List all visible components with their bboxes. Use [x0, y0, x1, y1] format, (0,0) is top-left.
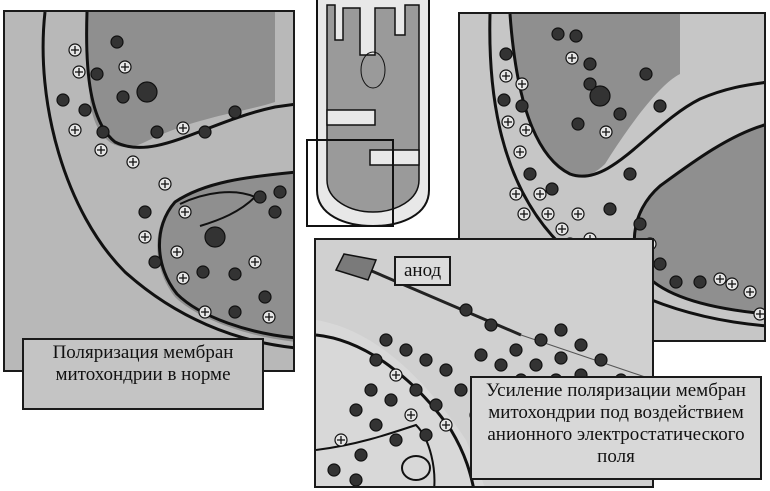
anion-particle-icon — [552, 28, 564, 40]
anion-particle-icon — [575, 339, 587, 351]
anion-particle-icon — [555, 352, 567, 364]
anion-particle-icon — [595, 354, 607, 366]
anion-particle-icon — [199, 126, 211, 138]
mitochondrion-icon — [305, 0, 440, 228]
caption-enhanced-text: Усиление поляризации мембран митохондрии… — [486, 380, 746, 467]
anion-particle-icon — [634, 218, 646, 230]
anion-particle-icon — [79, 104, 91, 116]
anion-particle-icon — [498, 94, 510, 106]
anion-particle-icon — [365, 384, 377, 396]
anion-particle-icon — [254, 191, 266, 203]
anion-particle-icon — [400, 344, 412, 356]
caption-enhanced: Усиление поляризации мембран митохондрии… — [470, 376, 762, 480]
anion-particle-icon — [430, 399, 442, 411]
membrane-diagram-normal — [5, 12, 295, 372]
anode-label-text: анод — [404, 260, 441, 281]
anion-particle-icon — [572, 118, 584, 130]
anion-particle-icon — [151, 126, 163, 138]
anion-particle-icon — [229, 106, 241, 118]
anion-particle-icon — [670, 276, 682, 288]
anion-particle-icon — [205, 227, 225, 247]
anion-particle-icon — [584, 78, 596, 90]
anion-particle-icon — [197, 266, 209, 278]
anion-particle-icon — [530, 359, 542, 371]
anion-particle-icon — [584, 58, 596, 70]
anion-particle-icon — [328, 464, 340, 476]
anion-particle-icon — [117, 91, 129, 103]
anion-particle-icon — [455, 384, 467, 396]
mitochondrion-overview — [305, 0, 440, 228]
anion-particle-icon — [694, 276, 706, 288]
anion-particle-icon — [555, 324, 567, 336]
anion-particle-icon — [350, 474, 362, 486]
anion-particle-icon — [516, 100, 528, 112]
anion-particle-icon — [460, 304, 472, 316]
anion-particle-icon — [229, 268, 241, 280]
anion-particle-icon — [654, 258, 666, 270]
anion-particle-icon — [57, 94, 69, 106]
anion-particle-icon — [535, 334, 547, 346]
anion-particle-icon — [614, 108, 626, 120]
anion-particle-icon — [654, 100, 666, 112]
panel-normal — [3, 10, 295, 372]
anion-particle-icon — [570, 30, 582, 42]
anion-particle-icon — [500, 48, 512, 60]
anion-particle-icon — [229, 306, 241, 318]
anion-particle-icon — [546, 183, 558, 195]
anion-particle-icon — [510, 344, 522, 356]
anion-particle-icon — [274, 186, 286, 198]
anion-particle-icon — [259, 291, 271, 303]
caption-normal-text: Поляризация мембран митохондрии в норме — [53, 342, 234, 385]
anion-particle-icon — [524, 168, 536, 180]
anion-particle-icon — [380, 334, 392, 346]
anion-particle-icon — [495, 359, 507, 371]
anion-particle-icon — [410, 384, 422, 396]
anion-particle-icon — [139, 206, 151, 218]
anion-particle-icon — [137, 82, 157, 102]
anion-particle-icon — [420, 354, 432, 366]
caption-normal: Поляризация мембран митохондрии в норме — [22, 338, 264, 410]
anion-particle-icon — [420, 429, 432, 441]
anion-particle-icon — [475, 349, 487, 361]
anion-particle-icon — [111, 36, 123, 48]
anion-particle-icon — [97, 126, 109, 138]
anion-particle-icon — [390, 434, 402, 446]
anion-particle-icon — [370, 354, 382, 366]
anode-label: анод — [394, 256, 451, 286]
anion-particle-icon — [350, 404, 362, 416]
anion-particle-icon — [91, 68, 103, 80]
anion-particle-icon — [604, 203, 616, 215]
anion-particle-icon — [269, 206, 281, 218]
anion-particle-icon — [624, 168, 636, 180]
anion-particle-icon — [355, 449, 367, 461]
anion-particle-icon — [149, 256, 161, 268]
anion-particle-icon — [640, 68, 652, 80]
anion-particle-icon — [485, 319, 497, 331]
anion-particle-icon — [440, 364, 452, 376]
anion-particle-icon — [385, 394, 397, 406]
anion-particle-icon — [370, 419, 382, 431]
